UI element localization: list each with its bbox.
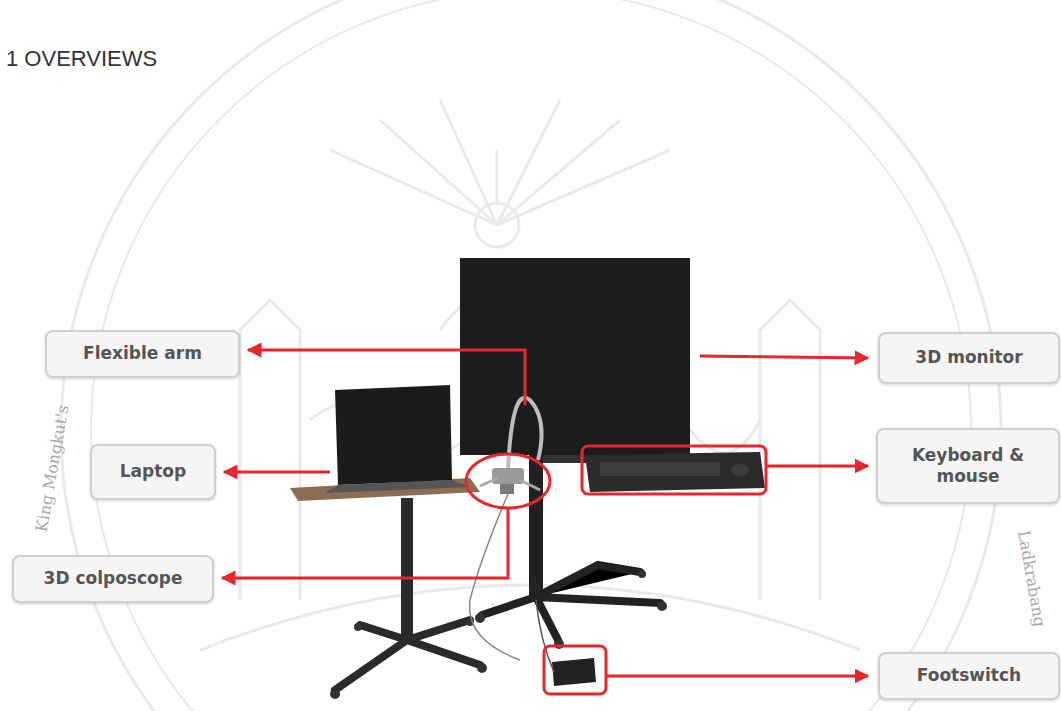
part-name: Flexible arm xyxy=(83,343,202,364)
part-name: 3D colposcope xyxy=(44,568,183,589)
label-box: Footswitch xyxy=(878,652,1060,700)
watermark-text: Ladkrabang xyxy=(1014,528,1050,627)
label-box: Keyboard & mouse xyxy=(876,428,1060,504)
colposcope-picture xyxy=(470,398,596,686)
label-box: Laptop xyxy=(90,444,216,500)
laptop-picture xyxy=(325,385,470,493)
laptop-table xyxy=(290,478,487,699)
page-heading: 1 OVERVIEWS xyxy=(6,46,157,72)
watermark-text: King Mongkut's xyxy=(32,403,73,533)
monitor-cart xyxy=(460,258,765,649)
label-box: 3D colposcope xyxy=(12,555,214,603)
part-name: Laptop xyxy=(120,461,186,482)
leader-arrows xyxy=(222,350,868,694)
label-box: Flexible arm xyxy=(45,330,240,378)
part-name: 3D monitor xyxy=(915,347,1022,368)
part-name: Keyboard & mouse xyxy=(892,445,1044,488)
part-name: Footswitch xyxy=(917,665,1021,686)
label-box: 3D monitor xyxy=(878,332,1060,384)
